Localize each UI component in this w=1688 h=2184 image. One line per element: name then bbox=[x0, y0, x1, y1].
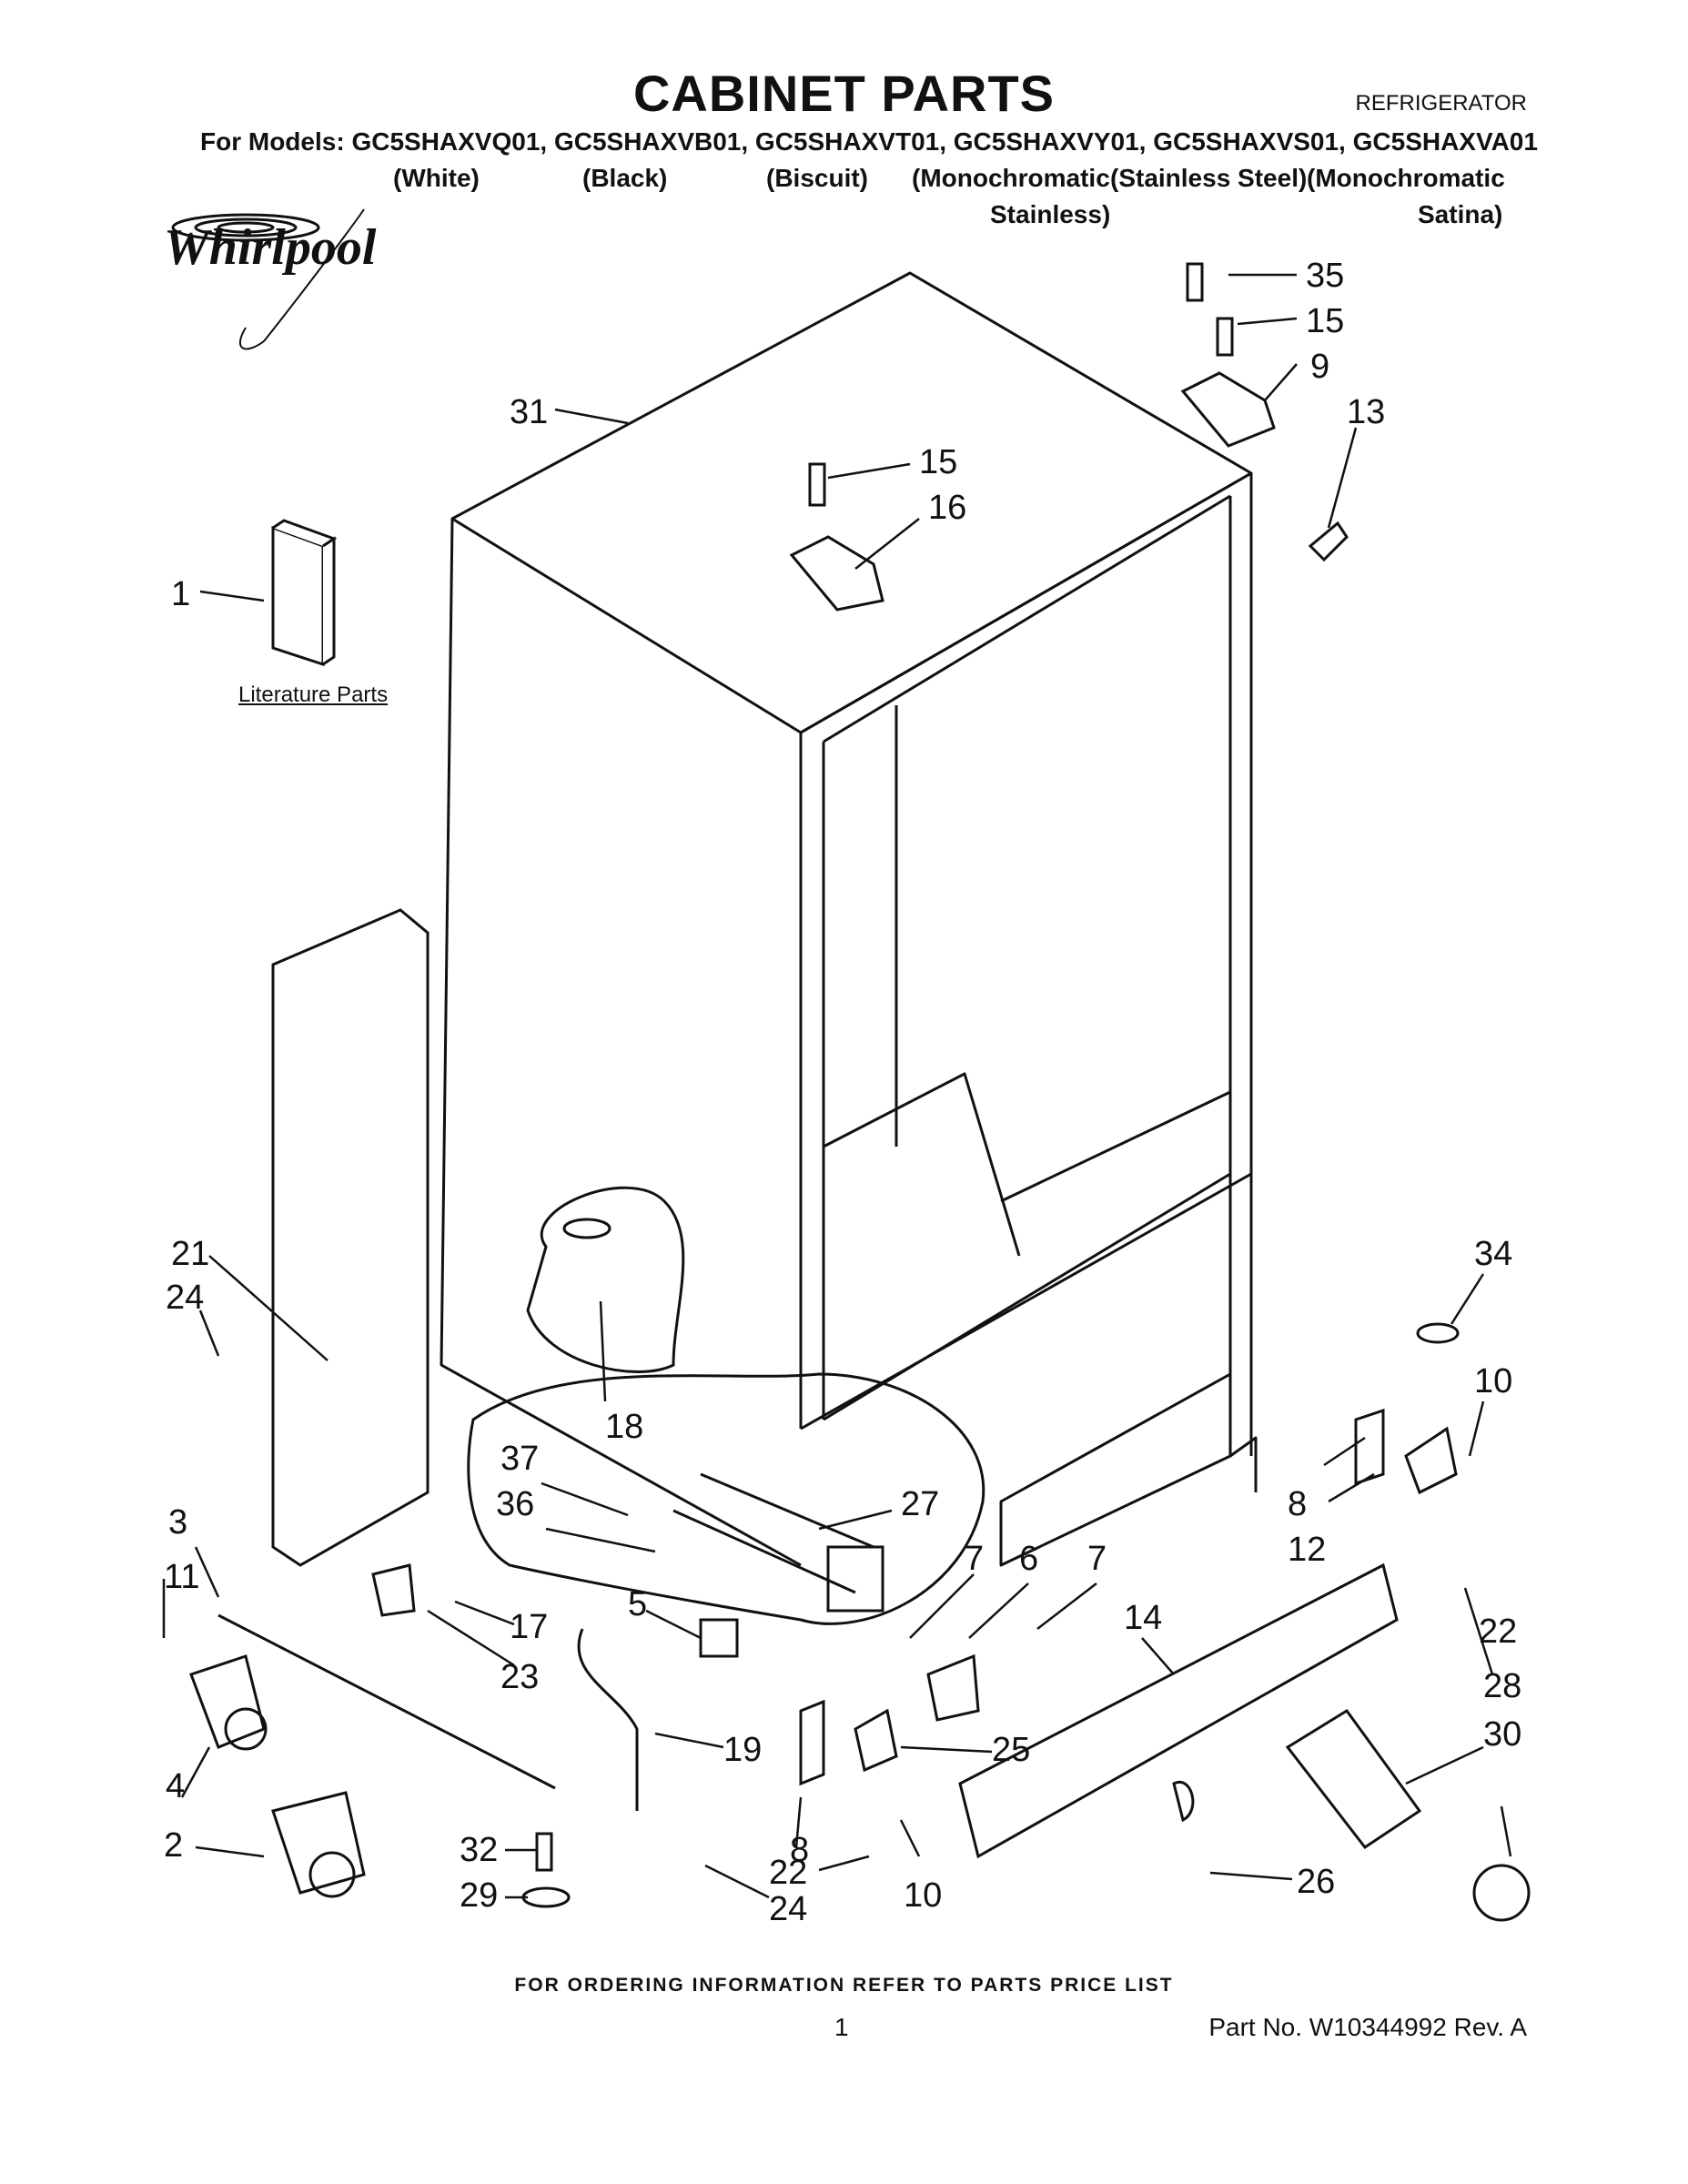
callout-36: 36 bbox=[496, 1485, 534, 1523]
callout-5: 5 bbox=[628, 1585, 647, 1623]
shim-13-part bbox=[1308, 521, 1349, 562]
rear-grille-21 bbox=[271, 908, 430, 1567]
appliance-category: REFRIGERATOR bbox=[1355, 91, 1527, 116]
bottom-cutaway bbox=[467, 1372, 986, 1625]
callout-23: 23 bbox=[500, 1658, 539, 1696]
callout-29: 29 bbox=[460, 1876, 498, 1915]
callout-7b: 7 bbox=[1087, 1540, 1107, 1578]
filter-cap-30 bbox=[1472, 1864, 1531, 1922]
callout-11: 11 bbox=[164, 1558, 199, 1596]
callout-9: 9 bbox=[1310, 348, 1329, 386]
tube-36-37-part bbox=[672, 1472, 874, 1594]
washer-29 bbox=[521, 1886, 571, 1908]
screw-15b-part bbox=[808, 462, 826, 507]
color-white: (White) bbox=[393, 164, 480, 192]
ordering-note: FOR ORDERING INFORMATION REFER TO PARTS … bbox=[514, 1975, 1174, 1996]
part-5 bbox=[699, 1618, 739, 1658]
hinge-16-part bbox=[789, 535, 884, 612]
callout-10b: 10 bbox=[904, 1876, 942, 1915]
brand-logo-text: Whirlpool bbox=[164, 219, 377, 276]
callout-17: 17 bbox=[510, 1608, 548, 1646]
roller-4 bbox=[189, 1654, 266, 1749]
color-stainless-cont: Stainless) bbox=[990, 200, 1111, 228]
bracket-6 bbox=[926, 1653, 980, 1722]
callout-31: 31 bbox=[510, 393, 548, 431]
callout-13: 13 bbox=[1347, 393, 1385, 431]
color-black: (Black) bbox=[582, 164, 668, 192]
page-title: CABINET PARTS bbox=[632, 65, 1056, 122]
screw-35-part bbox=[1186, 262, 1204, 302]
literature-book-icon bbox=[271, 519, 338, 667]
cabinet-outline bbox=[440, 271, 1258, 1567]
callout-22a: 22 bbox=[1479, 1613, 1517, 1651]
callout-21: 21 bbox=[171, 1235, 209, 1273]
callout-30: 30 bbox=[1483, 1715, 1521, 1754]
bracket-23 bbox=[371, 1563, 416, 1617]
color-satina-cont: Satina) bbox=[1418, 200, 1503, 228]
callout-8a: 8 bbox=[1288, 1485, 1307, 1523]
callout-35: 35 bbox=[1306, 257, 1344, 295]
page-number: 1 bbox=[834, 2013, 849, 2041]
callout-8b: 8 bbox=[790, 1831, 809, 1869]
hinge-25 bbox=[854, 1708, 898, 1773]
callout-12: 12 bbox=[1288, 1531, 1326, 1569]
top-hinge-part bbox=[1180, 371, 1276, 448]
callout-10a: 10 bbox=[1474, 1362, 1512, 1400]
plug-18-part bbox=[562, 1218, 612, 1239]
hinge-12 bbox=[1404, 1426, 1458, 1495]
callout-1: 1 bbox=[171, 575, 190, 613]
models-line: For Models: GC5SHAXVQ01, GC5SHAXVB01, GC… bbox=[200, 127, 1538, 156]
literature-parts-label: Literature Parts bbox=[238, 682, 389, 707]
toe-grille-14 bbox=[958, 1562, 1399, 1859]
part-number: Part No. W10344992 Rev. A bbox=[1208, 2013, 1527, 2041]
callout-15a: 15 bbox=[1306, 302, 1344, 340]
callout-19: 19 bbox=[723, 1731, 762, 1769]
screw-15a-part bbox=[1216, 317, 1234, 357]
color-monochromatic-satina: (Monochromatic bbox=[1307, 164, 1505, 192]
valve-27-part bbox=[826, 1545, 884, 1613]
callout-4: 4 bbox=[166, 1767, 185, 1805]
callout-14: 14 bbox=[1124, 1599, 1162, 1637]
rod-3 bbox=[217, 1613, 556, 1790]
bracket-8-right bbox=[1354, 1408, 1385, 1486]
color-stainless-steel: (Stainless Steel) bbox=[1110, 164, 1308, 192]
leader-lines bbox=[162, 273, 1512, 1899]
cutaway-18 bbox=[526, 1186, 685, 1373]
callout-32: 32 bbox=[460, 1831, 498, 1869]
callout-24a: 24 bbox=[166, 1279, 204, 1317]
bracket-8-left bbox=[799, 1699, 825, 1786]
callout-7a: 7 bbox=[965, 1540, 984, 1578]
water-filter-28 bbox=[1285, 1708, 1422, 1850]
clip-26 bbox=[1172, 1780, 1195, 1823]
color-monochromatic-stainless: (Monochromatic bbox=[912, 164, 1110, 192]
screw-32 bbox=[535, 1832, 553, 1872]
tube-19 bbox=[577, 1628, 639, 1811]
callout-2: 2 bbox=[164, 1826, 183, 1865]
callout-6: 6 bbox=[1019, 1540, 1038, 1578]
color-biscuit: (Biscuit) bbox=[766, 164, 868, 192]
callout-27: 27 bbox=[901, 1485, 939, 1523]
callout-24b: 24 bbox=[769, 1890, 807, 1928]
callout-3: 3 bbox=[168, 1503, 187, 1542]
callout-22b: 22 bbox=[769, 1854, 807, 1892]
callout-15b: 15 bbox=[919, 443, 957, 481]
roller-2 bbox=[271, 1791, 366, 1895]
cap-34 bbox=[1416, 1322, 1460, 1344]
callout-18: 18 bbox=[605, 1408, 643, 1446]
callout-26: 26 bbox=[1297, 1863, 1335, 1901]
whirlpool-swirl-logo-icon bbox=[171, 208, 365, 350]
callout-16: 16 bbox=[928, 489, 966, 527]
callout-28: 28 bbox=[1483, 1667, 1521, 1705]
callout-37: 37 bbox=[500, 1440, 539, 1478]
callout-34: 34 bbox=[1474, 1235, 1512, 1273]
callout-25: 25 bbox=[992, 1731, 1030, 1769]
